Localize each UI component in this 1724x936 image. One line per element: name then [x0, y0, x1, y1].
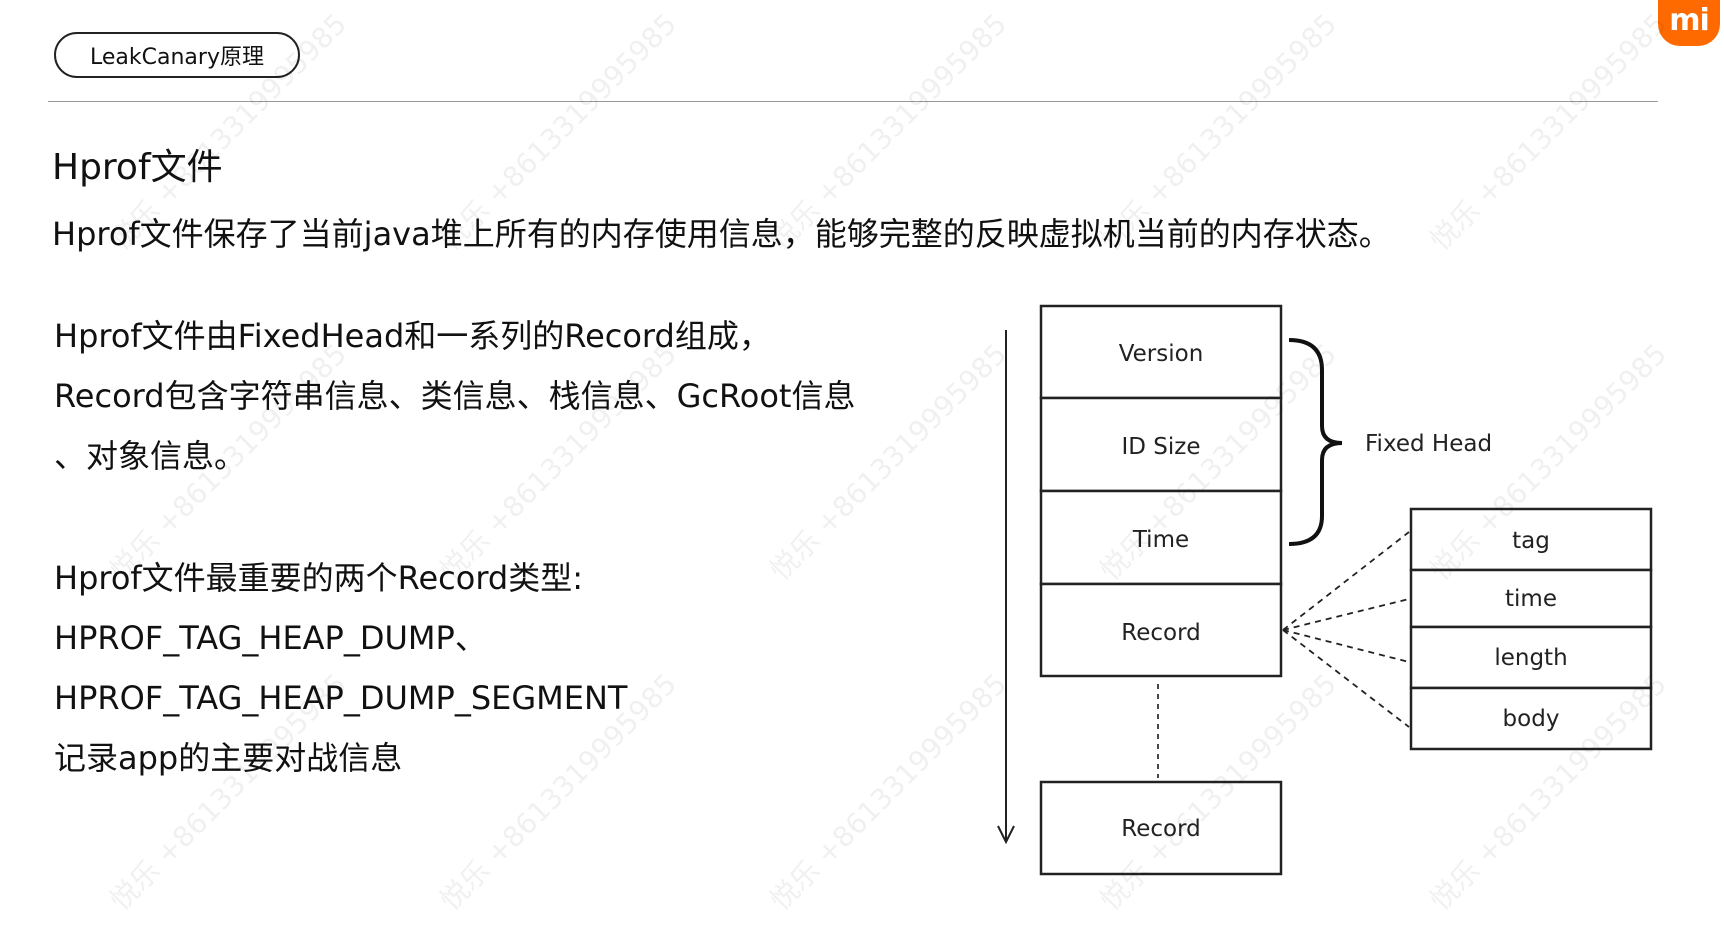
paragraph-line: Hprof文件由FixedHead和一系列的Record组成， [54, 317, 771, 355]
section-pill: LeakCanary原理 [54, 32, 300, 78]
intro-text: Hprof文件保存了当前java堆上所有的内存使用信息，能够完整的反映虚拟机当前… [52, 215, 1391, 253]
slide-title: Hprof文件 [52, 147, 223, 188]
block-record-last [1039, 780, 1283, 876]
block-time [1039, 489, 1283, 586]
paragraph-line: Hprof文件最重要的两个Record类型: [54, 559, 584, 597]
block-version [1039, 304, 1283, 400]
paragraph-line: 、对象信息。 [54, 437, 247, 475]
field-label-body: body [1503, 706, 1560, 732]
record-composition-paragraph: Hprof文件由FixedHead和一系列的Record组成， Record包含… [54, 306, 855, 486]
field-time [1409, 568, 1653, 629]
paragraph-line: Record包含字符串信息、类信息、栈信息、GcRoot信息 [54, 377, 856, 415]
block-label-record: Record [1121, 620, 1200, 646]
field-label-time: time [1505, 586, 1557, 612]
field-label-tag: tag [1512, 528, 1550, 554]
field-label-length: length [1494, 645, 1567, 671]
field-tag [1409, 507, 1653, 572]
field-length [1409, 625, 1653, 690]
record-types-paragraph: Hprof文件最重要的两个Record类型: HPROF_TAG_HEAP_DU… [54, 548, 627, 788]
paragraph-line: HPROF_TAG_HEAP_DUMP、 [54, 619, 487, 657]
header-divider [48, 101, 1658, 102]
arrow-down-icon [997, 825, 1015, 845]
block-label-record-last: Record [1121, 816, 1200, 842]
fixed-head-brace [1288, 338, 1343, 546]
connector-line [1282, 629, 1410, 663]
block-id-size [1039, 396, 1283, 493]
record-field-connectors [1282, 531, 1410, 728]
mi-logo: mi [1658, 0, 1720, 46]
block-label-version: Version [1119, 341, 1204, 367]
field-body [1409, 686, 1653, 751]
block-record [1039, 582, 1283, 678]
paragraph-line: 记录app的主要对战信息 [54, 739, 403, 777]
fixed-head-label: Fixed Head [1365, 431, 1492, 457]
connector-line [1282, 629, 1410, 728]
paragraph-line: HPROF_TAG_HEAP_DUMP_SEGMENT [54, 679, 628, 717]
connector-line [1282, 531, 1410, 631]
block-label-time: Time [1132, 527, 1189, 553]
block-label-id-size: ID Size [1121, 434, 1200, 460]
